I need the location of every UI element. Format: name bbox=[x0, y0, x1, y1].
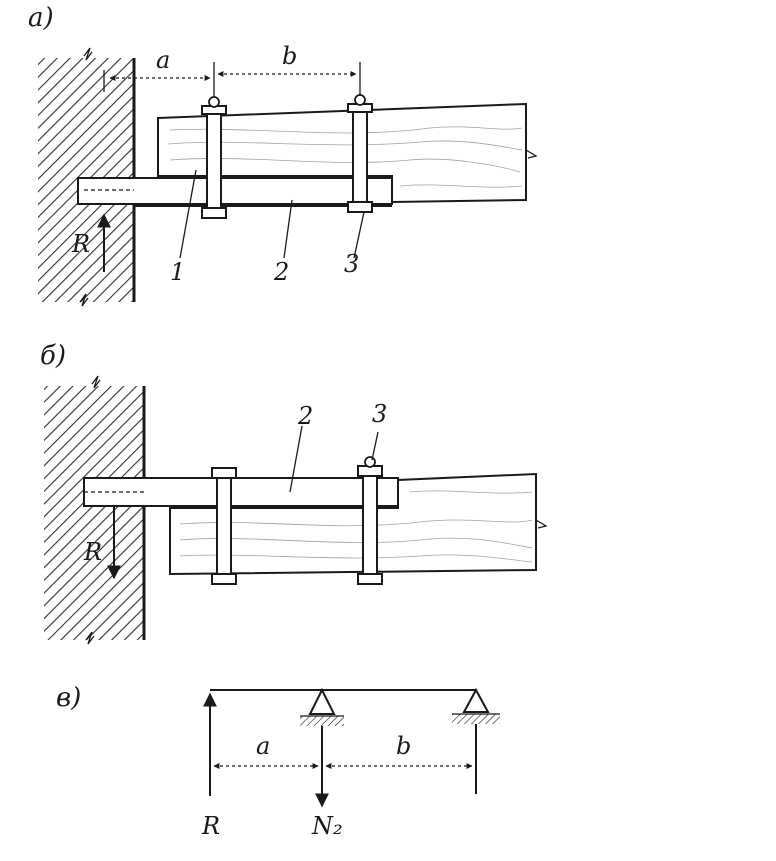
part-label-2-b: 2 bbox=[297, 402, 313, 430]
dimension-line-c: a b bbox=[213, 732, 473, 769]
panel-b-label: б) bbox=[40, 341, 66, 371]
bolt-3-b bbox=[357, 456, 383, 585]
bolt-1-b bbox=[211, 467, 237, 585]
timber-beam-b bbox=[169, 472, 548, 576]
reaction-label-b: R bbox=[83, 538, 102, 566]
support-2-c bbox=[452, 687, 500, 794]
steel-strip-a bbox=[77, 177, 393, 207]
dimension-line-a: a b bbox=[103, 42, 361, 108]
reaction-label-c: R bbox=[201, 812, 220, 840]
reaction-arrow-b: R bbox=[83, 506, 121, 580]
panel-b: б) R bbox=[40, 341, 548, 645]
bolt-1-a bbox=[201, 96, 227, 219]
part-label-3-a: 3 bbox=[344, 250, 359, 278]
part-labels-b: 2 3 bbox=[289, 400, 387, 493]
reaction-label-a: R bbox=[71, 230, 90, 258]
panel-c-label: в) bbox=[56, 683, 81, 713]
support-1-c bbox=[300, 687, 344, 726]
part-labels-a: 1 2 3 bbox=[170, 169, 365, 286]
support-force-arrow-c: N₂ bbox=[311, 726, 343, 840]
wall-b bbox=[44, 375, 146, 645]
part-label-1-a: 1 bbox=[170, 258, 185, 286]
panel-a-label: a) bbox=[28, 3, 54, 33]
dim-a-label-c: a bbox=[256, 732, 270, 760]
panel-c: в) R N₂ a b bbox=[56, 683, 500, 840]
support-force-label-c: N₂ bbox=[311, 812, 343, 840]
steel-strip-b bbox=[83, 477, 399, 507]
reaction-arrow-a: R bbox=[71, 213, 111, 272]
part-label-3-b: 3 bbox=[372, 400, 387, 428]
bolt-3-a bbox=[347, 94, 373, 213]
dim-b-label-c: b bbox=[396, 732, 411, 760]
reaction-arrow-c: R bbox=[201, 692, 220, 840]
part-label-2-a: 2 bbox=[273, 258, 289, 286]
dim-a-label-a: a bbox=[156, 46, 170, 74]
panel-a: a) R a b bbox=[28, 3, 538, 307]
dim-b-label-a: b bbox=[282, 42, 297, 70]
